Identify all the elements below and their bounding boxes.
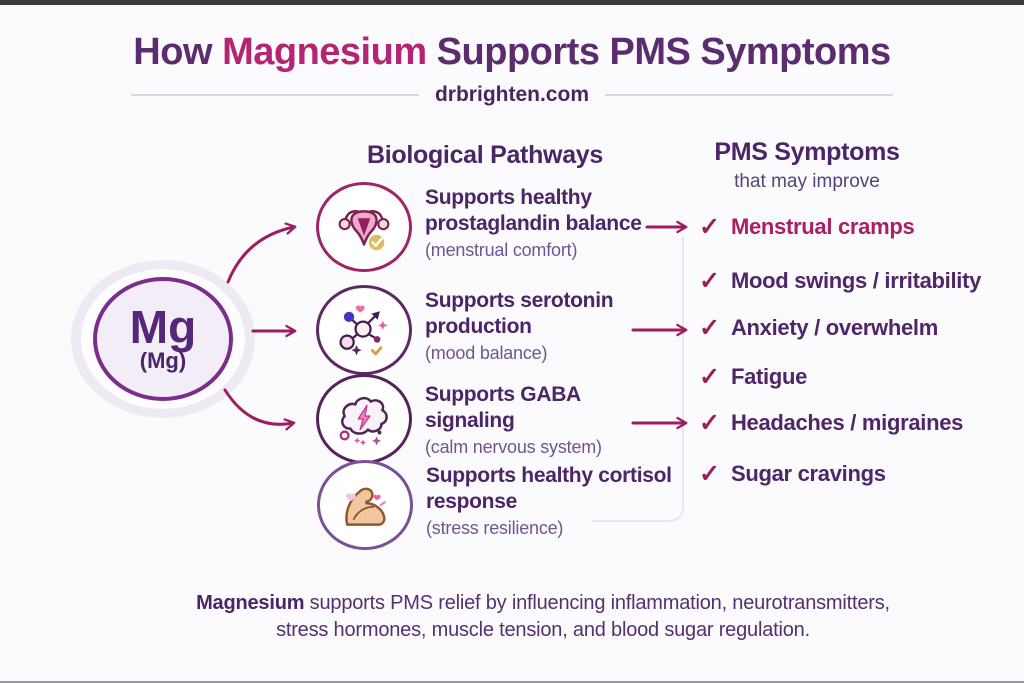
footer-summary: Magnesium supports PMS relief by influen…: [0, 563, 1024, 644]
symptom-label: Sugar cravings: [730, 461, 886, 486]
pathway-title: Supports GABA signaling: [425, 383, 581, 432]
arrow-mg-to-prostaglandin: [226, 222, 297, 284]
pathway-item-cortisol: Supports healthy cortisol response (stre…: [317, 460, 672, 550]
check-icon: ✓: [699, 267, 720, 295]
check-icon: ✓: [699, 409, 720, 437]
divider-right: [605, 94, 893, 96]
magnesium-bubble-ring: Mg (Mg): [81, 269, 245, 409]
symptom-label: Headaches / migraines: [730, 410, 964, 435]
serotonin-molecule-icon-drawing: [339, 305, 388, 356]
magnesium-symbol: Mg: [129, 301, 197, 353]
bottom-edge-strip: [0, 681, 1024, 683]
title-suffix: Supports PMS Symptoms: [426, 31, 892, 73]
symptom-row-anxiety: ✓ Anxiety / overwhelm: [699, 314, 938, 342]
pathway-note: (mood balance): [425, 343, 548, 363]
symptom-row-headaches: ✓ Headaches / migraines: [699, 409, 963, 437]
magnesium-bubble-core: Mg (Mg): [93, 277, 233, 401]
title-highlight: Magnesium: [222, 31, 427, 73]
pathway-title: Supports healthy cortisol response: [426, 464, 672, 513]
title-prefix: How: [133, 31, 223, 73]
pathway-text-prostaglandin: Supports healthy prostaglandin balance (…: [425, 182, 642, 262]
check-icon: ✓: [699, 460, 720, 488]
top-edge-strip: [0, 0, 1024, 5]
pathway-note: (stress resilience): [426, 518, 564, 538]
symptom-label: Mood swings / irritability: [730, 268, 982, 293]
footer-lead: Magnesium: [196, 592, 305, 614]
pathway-note: (calm nervous system): [425, 437, 602, 457]
symptom-label: Fatigue: [730, 364, 808, 389]
pathway-note: (menstrual comfort): [425, 240, 578, 260]
pathway-text-cortisol: Supports healthy cortisol response (stre…: [426, 460, 672, 540]
pathways-heading: Biological Pathways: [366, 141, 604, 169]
pathway-item-gaba: Supports GABA signaling (calm nervous sy…: [316, 374, 675, 464]
divider-left: [130, 94, 419, 96]
pathway-text-serotonin: Supports serotonin production (mood bala…: [425, 285, 614, 365]
source-row: drbrighten.com: [0, 83, 1024, 107]
brain-icon-drawing: [339, 396, 388, 446]
pathway-title: Supports healthy prostaglandin balance: [425, 186, 642, 235]
symptoms-subheading: that may improve: [734, 171, 880, 192]
magnesium-formula: (Mg): [139, 348, 187, 373]
symptom-label: Menstrual cramps: [730, 214, 915, 239]
pathway-text-gaba: Supports GABA signaling (calm nervous sy…: [425, 374, 675, 459]
flexed-arm-icon-drawing: [345, 487, 386, 526]
source-site: drbrighten.com: [434, 83, 589, 106]
brain-icon: [316, 374, 412, 464]
symptom-row-sugar-cravings: ✓ Sugar cravings: [699, 460, 886, 488]
serotonin-molecule-icon: [316, 285, 412, 375]
symptom-label: Anxiety / overwhelm: [730, 315, 938, 340]
pathway-title: Supports serotonin production: [425, 289, 614, 338]
symptoms-heading: PMS Symptoms: [714, 138, 900, 166]
check-icon: ✓: [699, 314, 720, 342]
flexed-arm-icon: [317, 460, 413, 550]
check-icon: ✓: [699, 363, 720, 391]
pathway-item-serotonin: Supports serotonin production (mood bala…: [316, 285, 614, 375]
uterus-icon: [316, 182, 412, 272]
arrow-mg-to-gaba: [223, 388, 296, 431]
symptom-row-mood-swings: ✓ Mood swings / irritability: [699, 267, 981, 295]
footer-rest: supports PMS relief by influencing infla…: [276, 592, 890, 641]
magnesium-bubble: Mg (Mg): [71, 260, 255, 418]
symptom-row-fatigue: ✓ Fatigue: [699, 363, 807, 391]
pathway-item-prostaglandin: Supports healthy prostaglandin balance (…: [316, 182, 642, 272]
page-title: How Magnesium Supports PMS Symptoms: [0, 31, 1024, 74]
uterus-icon-drawing: [338, 210, 390, 251]
symptom-row-menstrual-cramps: ✓ Menstrual cramps: [699, 213, 915, 241]
check-icon: ✓: [699, 213, 720, 241]
